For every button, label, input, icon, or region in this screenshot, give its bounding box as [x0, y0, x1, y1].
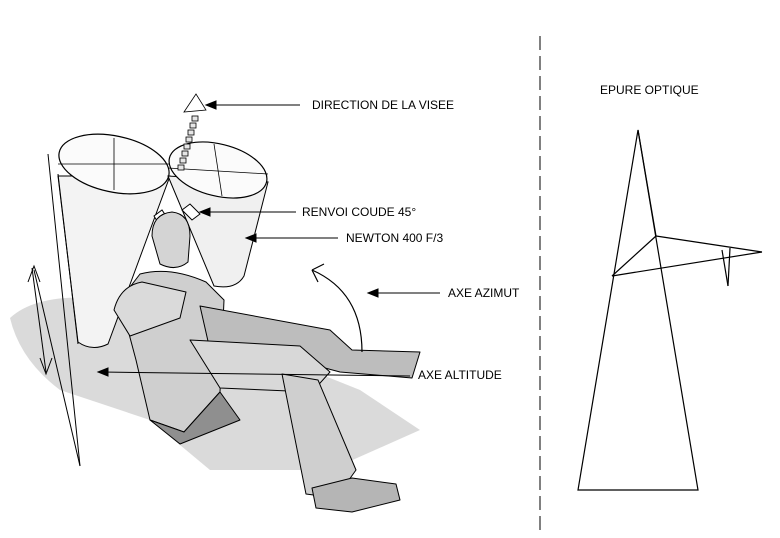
azimuth-arc-arrow: [311, 263, 363, 353]
sighting-pointer: [177, 93, 207, 171]
newton-tube: [167, 141, 269, 288]
label-renvoi-coude: RENVOI COUDE 45°: [302, 205, 416, 219]
label-axe-altitude: AXE ALTITUDE: [418, 368, 502, 382]
label-direction-visee: DIRECTION DE LA VISEE: [312, 98, 454, 112]
optical-sketch: [577, 129, 763, 491]
altitude-axis-lines: [27, 153, 81, 467]
label-epure-optique: EPURE OPTIQUE: [600, 83, 699, 97]
leader-lines: [96, 100, 440, 377]
seated-figure: [113, 211, 421, 513]
left-tube: [57, 133, 171, 348]
label-axe-azimut: AXE AZIMUT: [448, 286, 520, 300]
label-newton: NEWTON 400 F/3: [346, 231, 443, 245]
